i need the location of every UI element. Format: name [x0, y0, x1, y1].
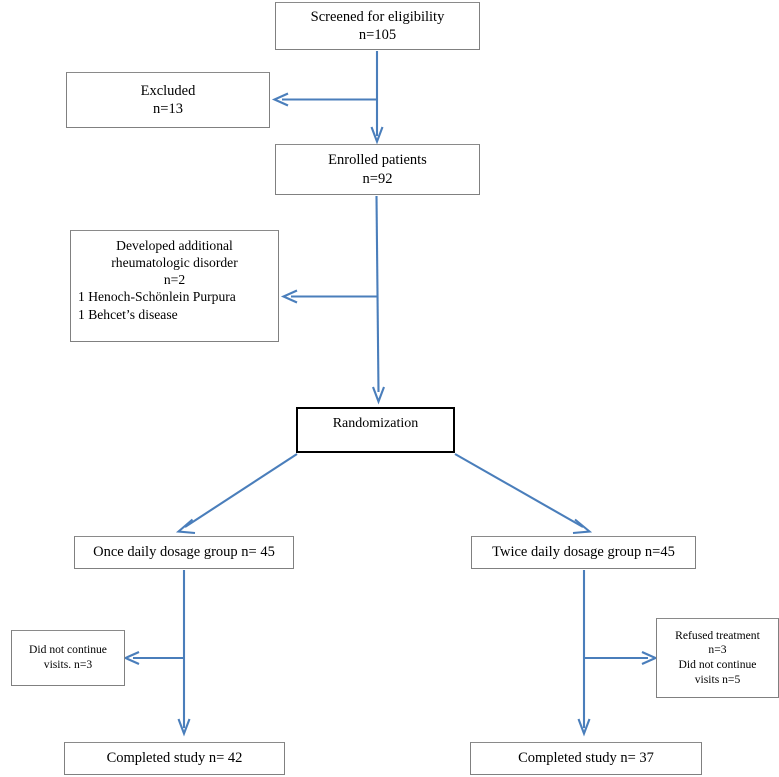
developed-detail-1: 1 Henoch-Schönlein Purpura — [78, 289, 236, 305]
twice-daily-group-box[interactable]: Twice daily dosage group n=45 — [471, 536, 696, 569]
refused-line-1: Refused treatment — [675, 628, 760, 642]
completed-study-left-label: Completed study n= 42 — [106, 750, 243, 767]
did-not-continue-left-box[interactable]: Did not continue visits. n=3 — [11, 630, 125, 686]
did-not-continue-left-line-2: visits. n=3 — [43, 658, 93, 671]
refused-treatment-right-box[interactable]: Refused treatment n=3 Did not continue v… — [656, 618, 779, 698]
completed-study-right-label: Completed study n= 37 — [518, 750, 654, 767]
developed-line-2: rheumatologic disorder — [111, 255, 238, 271]
edge-twice-daily-to-completed — [577, 570, 591, 737]
twice-daily-label: Twice daily dosage group n=45 — [492, 544, 675, 561]
refused-line-2: n=3 — [708, 643, 727, 657]
edge-enrolled-to-randomization — [372, 195, 385, 405]
completed-study-right-box[interactable]: Completed study n= 37 — [470, 742, 702, 775]
enrolled-line-1: Enrolled patients — [328, 152, 427, 169]
did-not-continue-left-line-1: Did not continue — [29, 643, 107, 657]
edge-screened-to-excluded — [271, 92, 377, 107]
edge-once-daily-to-dropout — [122, 651, 184, 665]
screened-line-1: Screened for eligibility — [310, 8, 445, 25]
edge-randomization-to-once-daily — [175, 453, 298, 535]
randomization-label: Randomization — [332, 416, 419, 431]
screened-box[interactable]: Screened for eligibility n=105 — [275, 2, 480, 50]
enrolled-box[interactable]: Enrolled patients n=92 — [275, 144, 480, 195]
edge-screened-to-enrolled — [370, 51, 384, 145]
edge-enrolled-to-developed — [280, 289, 378, 304]
screened-line-2: n=105 — [358, 27, 397, 43]
enrolled-line-2: n=92 — [362, 170, 393, 187]
developed-line-3: n=2 — [163, 272, 186, 288]
developed-line-1: Developed additional — [116, 238, 233, 253]
refused-line-4: visits n=5 — [694, 672, 741, 686]
refused-line-3: Did not continue — [678, 658, 757, 671]
completed-study-left-box[interactable]: Completed study n= 42 — [64, 742, 285, 775]
once-daily-group-box[interactable]: Once daily dosage group n= 45 — [74, 536, 294, 569]
excluded-box[interactable]: Excluded n=13 — [66, 72, 270, 128]
edge-randomization-to-twice-daily — [454, 453, 593, 535]
once-daily-label: Once daily dosage group n= 45 — [93, 544, 275, 561]
excluded-line-1: Excluded — [140, 82, 196, 99]
excluded-line-2: n=13 — [153, 101, 183, 117]
developed-detail-2: 1 Behcet’s disease — [78, 306, 178, 322]
edge-twice-daily-to-dropout — [584, 651, 659, 665]
developed-disorder-box[interactable]: Developed additional rheumatologic disor… — [70, 230, 279, 342]
randomization-box[interactable]: Randomization — [296, 407, 455, 453]
edge-once-daily-to-completed — [177, 570, 191, 737]
